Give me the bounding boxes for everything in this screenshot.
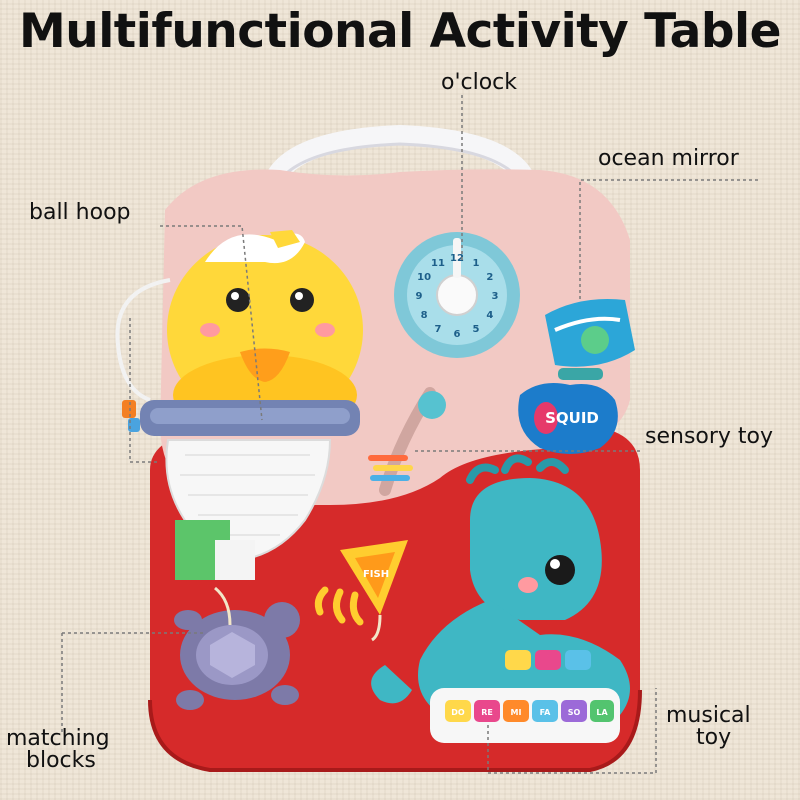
clock-number: 6 [454,329,461,340]
clock-number: 9 [416,291,423,302]
clock-number: 7 [435,324,442,335]
piano-key-label: LA [596,708,608,717]
shape-sorter: FISH [175,520,408,642]
musical-toy-label-line1: musical [666,703,751,728]
piano-key-label: RE [481,708,493,717]
piano-key-label: DO [451,708,465,717]
clock-number: 11 [431,258,445,269]
clock-number: 4 [486,310,493,321]
matching-blocks-label-line1: matching [6,726,110,751]
squid-text: SQUID [545,409,599,427]
clock-number: 3 [492,291,499,302]
ball-hoop-label: ball hoop [29,200,131,225]
side-wire [115,278,171,402]
ocean-mirror [545,299,635,380]
squid-sticker: SQUID [518,382,618,454]
clock-number: 5 [473,324,480,335]
piano-key-label: SO [568,708,581,717]
piano-key-label: MI [511,708,522,717]
clock-number: 10 [417,272,431,283]
matching-blocks-label-line2: blocks [26,748,96,773]
ocean-mirror-label: ocean mirror [598,146,739,171]
clock-number: 1 [473,258,480,269]
turtle-character [174,586,300,710]
sensory-slider [368,387,446,496]
oclock-label: o'clock [441,70,518,95]
carry-handle [260,124,540,210]
clock-number: 12 [450,253,464,264]
piano-key-label: FA [540,708,552,717]
page-title: Multifunctional Activity Table [18,4,782,59]
piano-panel: DO RE MI FA SO LA [430,650,620,743]
fish-sticker-text: FISH [363,569,389,580]
clock-number: 8 [421,310,428,321]
clock-number: 2 [486,272,493,283]
sensory-toy-label: sensory toy [645,424,774,449]
musical-toy-label-line2: toy [696,725,732,750]
callout-leader-lines [61,95,758,774]
